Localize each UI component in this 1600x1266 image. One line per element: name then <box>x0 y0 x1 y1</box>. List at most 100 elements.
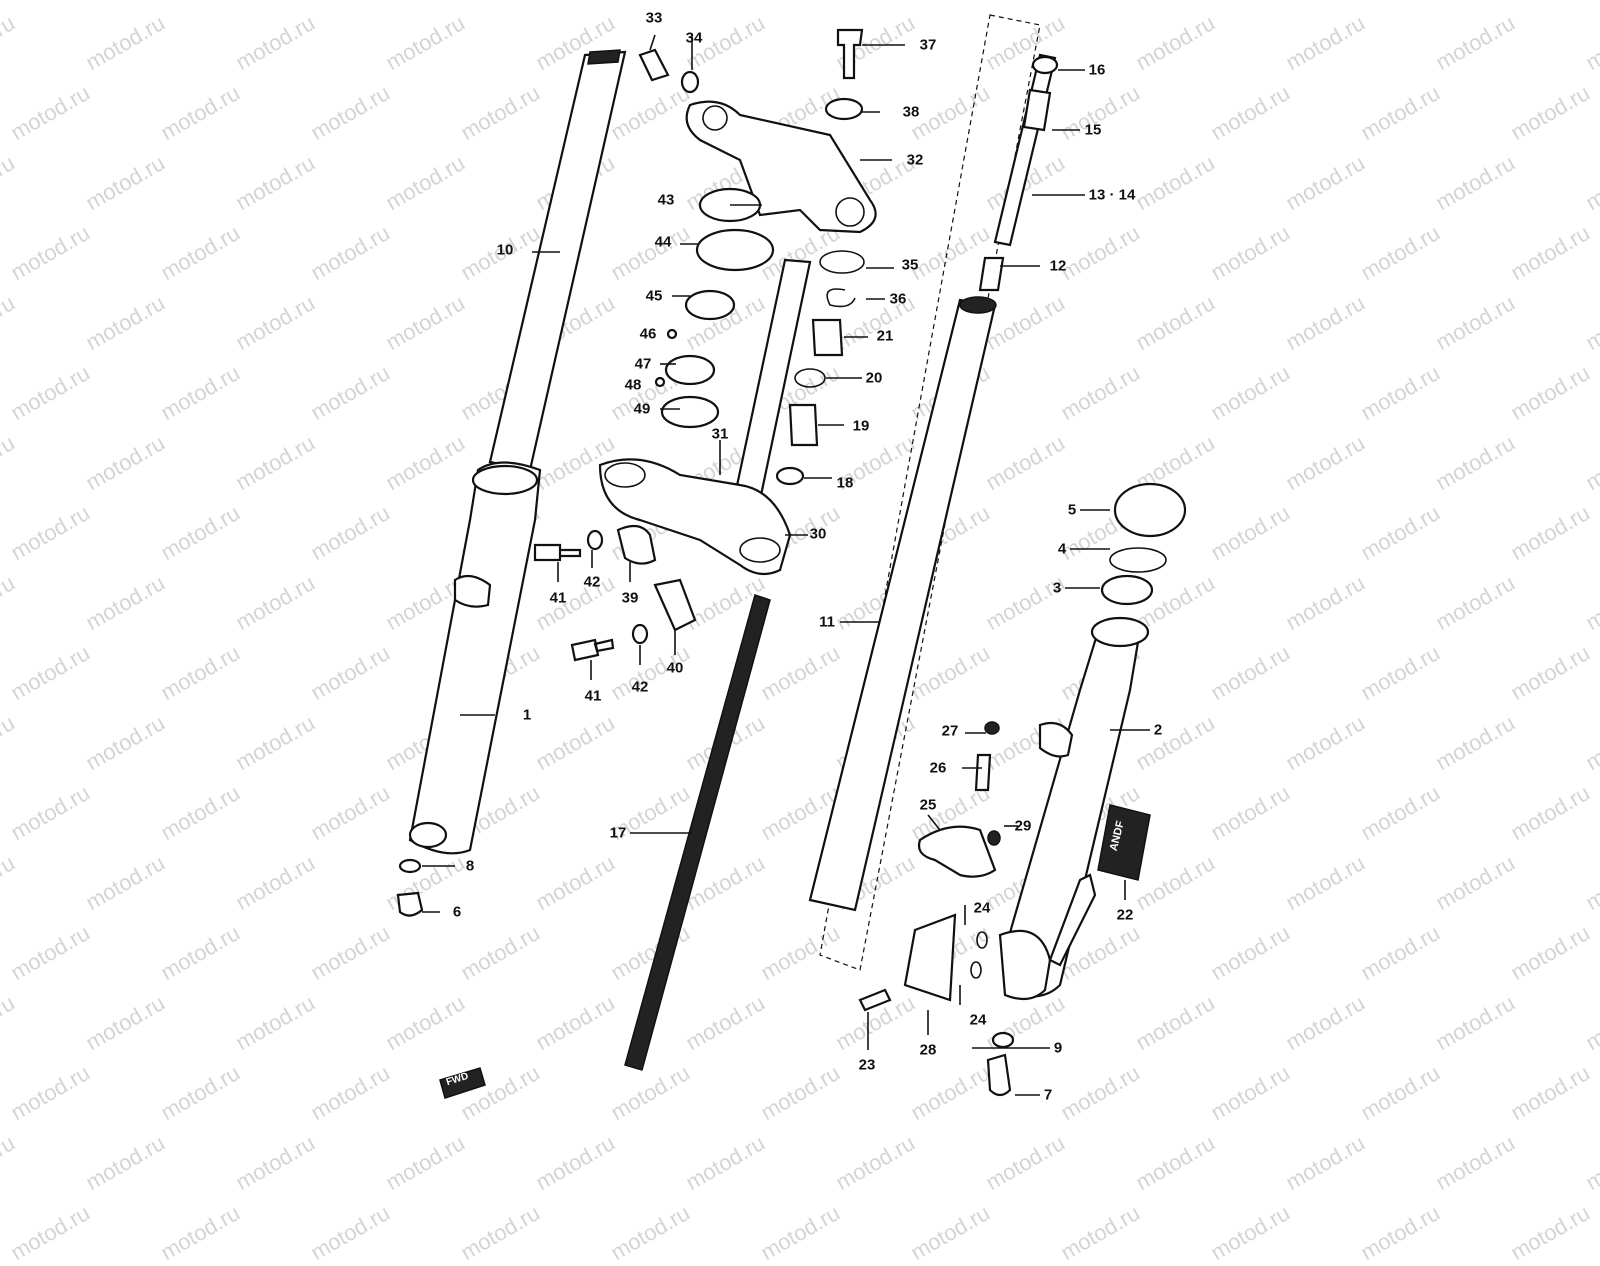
plug-29 <box>987 830 1001 846</box>
leader-lines <box>422 34 1150 1096</box>
right-axle-boss <box>998 929 1052 1001</box>
left-axle-boss <box>408 821 448 849</box>
left-fork-cap <box>587 49 621 65</box>
watermark-text: motod.ru <box>906 1200 995 1266</box>
callout-7: 7 <box>1043 1086 1053 1104</box>
washer-42-lower <box>631 623 649 645</box>
o-ring-35 <box>819 250 865 274</box>
callout-26: 26 <box>929 759 947 777</box>
race-47 <box>664 354 716 386</box>
left-fork-inner-tube <box>488 50 627 472</box>
upper-clamp-hole-left <box>702 105 728 131</box>
callout-2: 2 <box>1153 721 1163 739</box>
callout-15: 15 <box>1084 121 1102 139</box>
callout-10: 10 <box>496 241 514 259</box>
callout-45: 45 <box>645 287 663 305</box>
washer-8 <box>398 858 422 874</box>
ball-48 <box>654 376 666 388</box>
circlip-36 <box>826 288 856 308</box>
callout-42-lower: 42 <box>631 678 649 696</box>
callout-25: 25 <box>919 796 937 814</box>
callout-22: 22 <box>1116 906 1134 924</box>
callout-38: 38 <box>902 103 920 121</box>
right-tube-top <box>959 296 997 314</box>
callout-1: 1 <box>522 706 532 724</box>
washer-42-upper <box>586 529 604 551</box>
callout-4: 4 <box>1057 540 1067 558</box>
washer-38 <box>824 97 864 121</box>
watermark-text: motod.ru <box>306 1200 395 1266</box>
callout-46: 46 <box>639 325 657 343</box>
circlip-4 <box>1109 547 1167 573</box>
valve-26 <box>974 753 992 792</box>
washer-18 <box>775 466 805 486</box>
washer-34 <box>680 70 700 94</box>
race-49 <box>660 395 720 429</box>
callout-18: 18 <box>836 474 854 492</box>
bolt-41-lower <box>570 638 615 662</box>
collar-19 <box>788 403 819 447</box>
left-fork-outer-slider <box>408 461 542 855</box>
rebound-spring-12 <box>978 256 1005 292</box>
callout-19: 19 <box>852 417 870 435</box>
drain-bolt-6 <box>396 891 424 917</box>
upper-clamp-hole-right <box>835 197 865 227</box>
callout-12: 12 <box>1049 257 1067 275</box>
callout-29: 29 <box>1014 817 1032 835</box>
right-fork-inner-tube <box>808 298 997 912</box>
damper-rod <box>993 53 1057 247</box>
front-fork-exploded-diagram <box>396 14 1187 1099</box>
callout-30: 30 <box>809 525 827 543</box>
callout-24-lower: 24 <box>969 1011 987 1029</box>
bolt-37 <box>836 28 864 80</box>
bolt-41-upper <box>533 543 582 562</box>
callout-20: 20 <box>865 369 883 387</box>
watermark-text: motod.ru <box>1506 1200 1595 1266</box>
race-44 <box>695 228 775 272</box>
ball-46 <box>666 328 678 340</box>
watermark-text: motod.ru <box>156 1200 245 1266</box>
lower-clamp-eye-left <box>604 462 646 488</box>
o-ring-24-lower <box>970 961 982 979</box>
lower-clamp-eye-right <box>739 537 781 563</box>
dust-seal-5 <box>1113 482 1187 538</box>
clamp-39 <box>616 524 657 565</box>
decal-22 <box>1097 804 1151 881</box>
watermark-text: motod.ru <box>756 1200 845 1266</box>
callout-21: 21 <box>876 327 894 345</box>
bolt-7 <box>986 1053 1012 1097</box>
cover-28 <box>903 913 957 1002</box>
o-ring-24-upper <box>976 931 988 949</box>
callout-9: 9 <box>1053 1039 1063 1057</box>
air-valve-housing-25 <box>917 825 997 878</box>
callout-34: 34 <box>685 29 703 47</box>
callout-16: 16 <box>1088 61 1106 79</box>
washer-9 <box>991 1031 1015 1049</box>
callout-11: 11 <box>819 613 835 631</box>
callout-43: 43 <box>657 191 675 209</box>
spacer-21 <box>811 318 844 357</box>
callout-31: 31 <box>711 425 729 443</box>
callout-41-upper: 41 <box>549 589 567 607</box>
watermark-text: motod.ru <box>1056 1200 1145 1266</box>
left-slider-dust-seal <box>471 464 539 496</box>
left-slider-lug <box>453 574 492 608</box>
callout-8: 8 <box>465 857 475 875</box>
oil-seal-3 <box>1100 574 1154 606</box>
seal-45 <box>684 289 736 321</box>
callout-41-lower: 41 <box>584 687 602 705</box>
piston-ring-15 <box>1022 88 1052 132</box>
watermark-text: motod.ru <box>1356 1200 1445 1266</box>
callout-3: 3 <box>1052 579 1062 597</box>
callout-40: 40 <box>666 659 684 677</box>
callout-27: 27 <box>941 722 959 740</box>
right-slider-lug <box>1038 721 1074 758</box>
callout-48: 48 <box>624 376 642 394</box>
callout-28: 28 <box>919 1041 937 1059</box>
callout-13-14: 13 · 14 <box>1088 186 1136 204</box>
right-slider-top <box>1090 616 1150 648</box>
right-fork-tube-outline <box>819 14 1041 971</box>
watermark-text: motod.ru <box>606 1200 695 1266</box>
fork-spring <box>624 594 771 1071</box>
callout-33: 33 <box>645 9 663 27</box>
